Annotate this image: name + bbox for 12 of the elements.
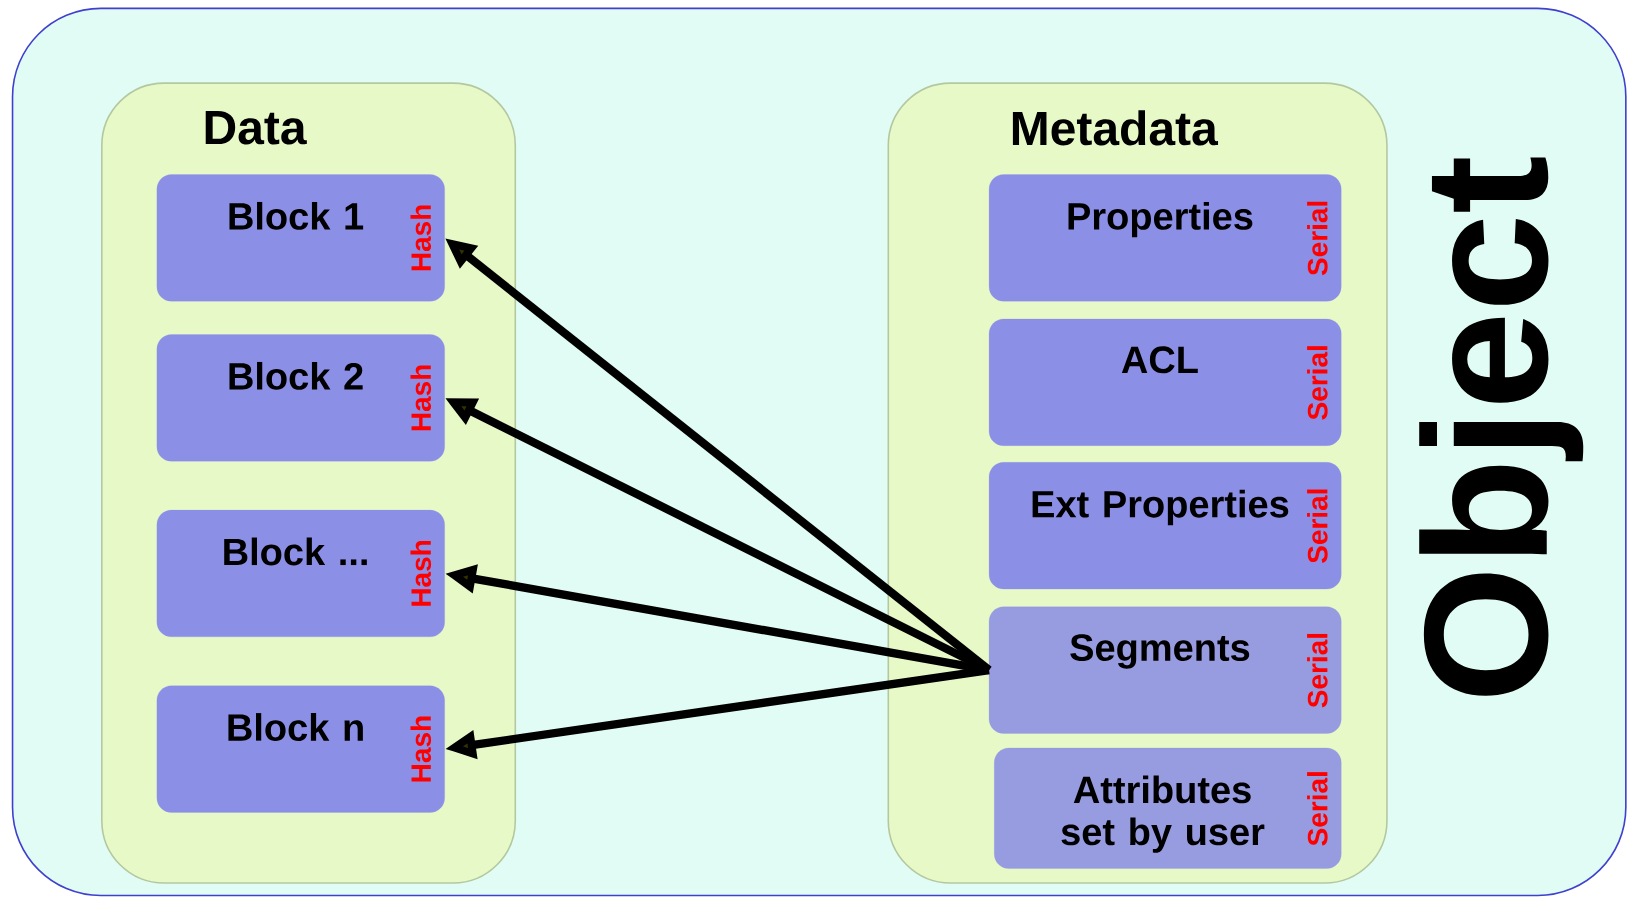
- rotated-label: Hash: [410, 716, 432, 782]
- rotated-label: Serial: [1307, 489, 1328, 564]
- rotated-label: Hash: [410, 205, 432, 271]
- group-title: Data: [205, 111, 307, 145]
- group-title: Metadata: [1012, 110, 1219, 146]
- rotated-label: Hash: [410, 541, 432, 606]
- rotated-label: Serial: [1307, 346, 1328, 420]
- container-title: Object: [1419, 157, 1584, 696]
- rotated-label: Serial: [1307, 634, 1328, 708]
- rotated-label: Serial: [1307, 201, 1328, 276]
- rotated-label: Hash: [410, 365, 432, 431]
- rotated-label: Serial: [1307, 772, 1328, 846]
